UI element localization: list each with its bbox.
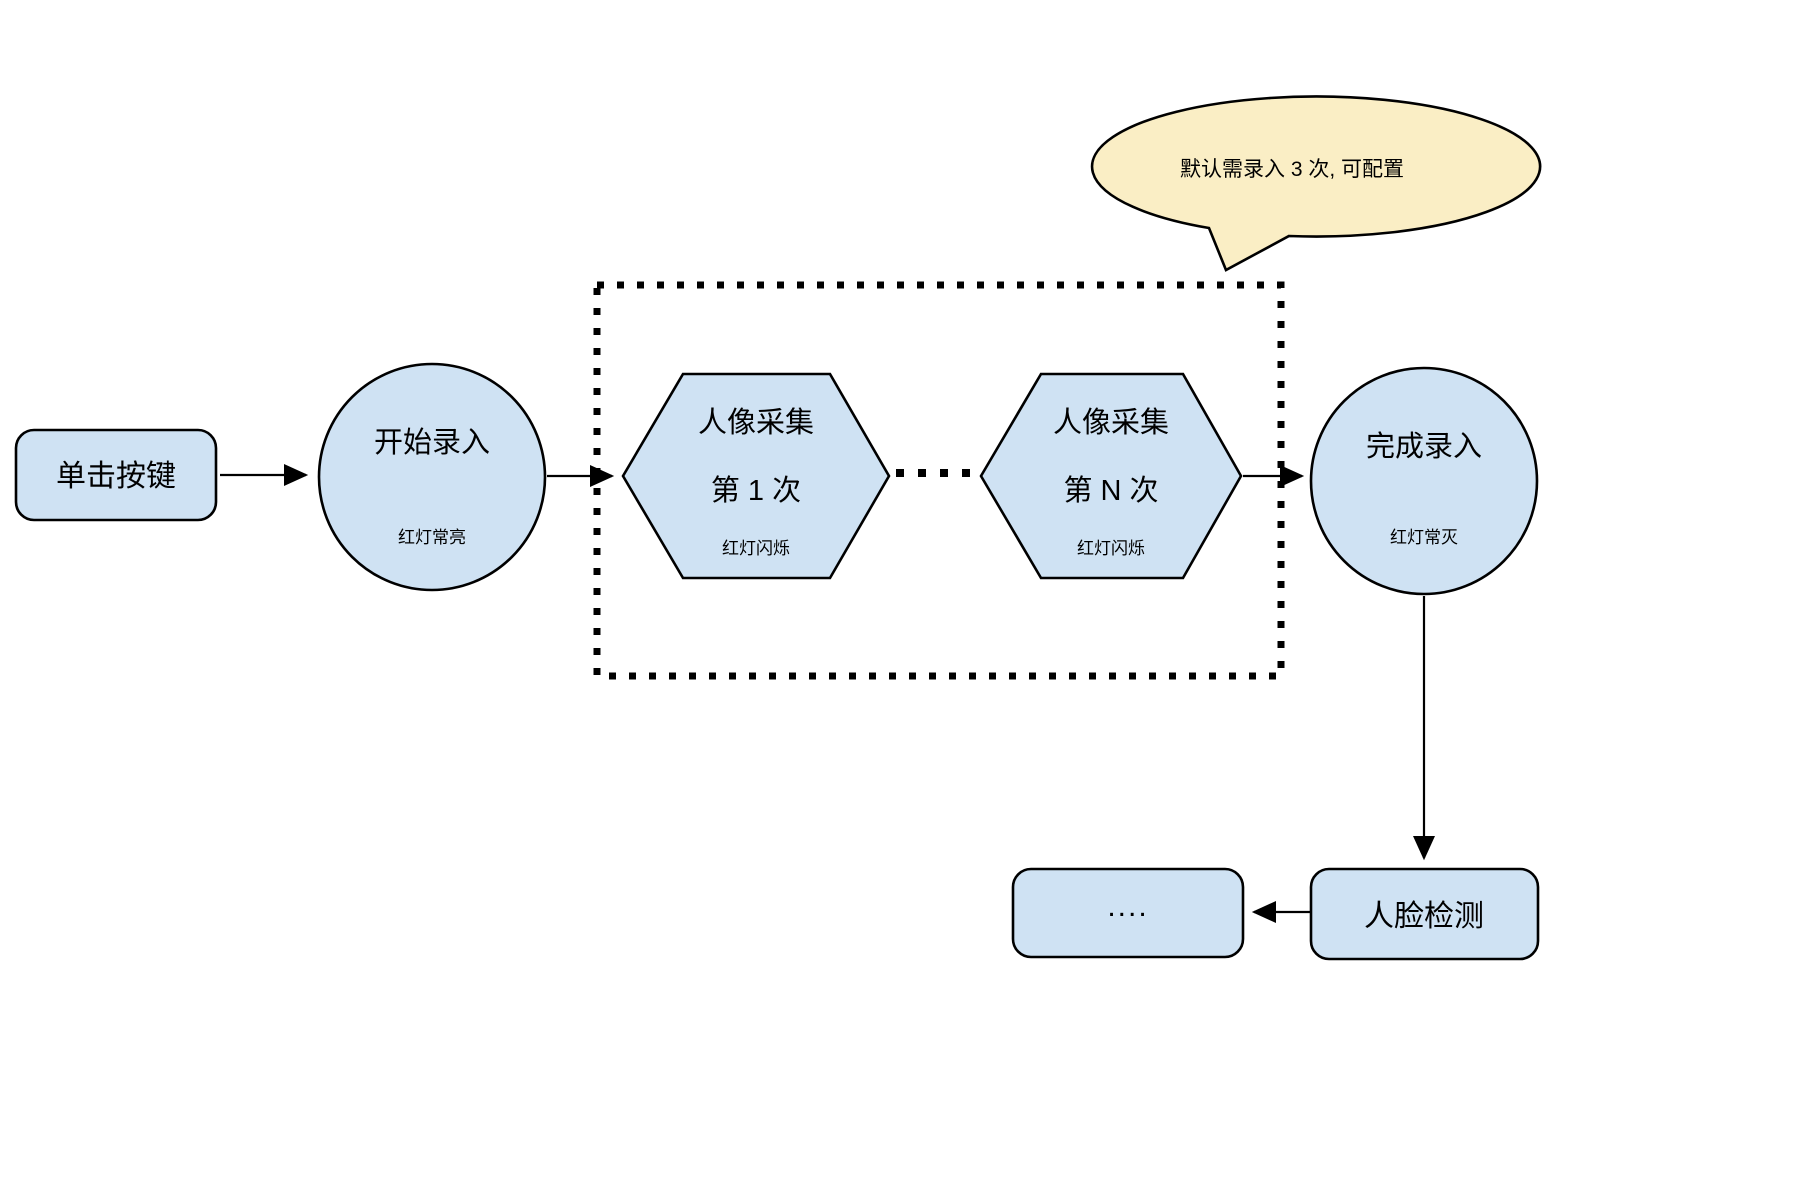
more-steps-node xyxy=(1011,867,1245,959)
callout-text: 默认需录入 3 次, 可配置 xyxy=(1180,158,1404,181)
capture-first-label-line2: 第 1 次 xyxy=(711,474,801,507)
click-button-label: 单击按键 xyxy=(56,460,176,493)
capture-loop-dotted-border xyxy=(593,281,1285,680)
start-entry-node xyxy=(317,362,547,592)
face-detection-label: 人脸检测 xyxy=(1364,900,1484,933)
finish-entry-status: 红灯常灭 xyxy=(1390,528,1458,547)
capture-first-status: 红灯闪烁 xyxy=(722,539,790,558)
face-detection-node xyxy=(1309,867,1540,961)
finish-entry-node xyxy=(1309,366,1539,596)
capture-nth-label-line1: 人像采集 xyxy=(1053,406,1169,439)
click-button-node xyxy=(14,428,218,522)
capture-nth-node xyxy=(979,372,1243,580)
callout-bubble xyxy=(1090,95,1542,272)
capture-nth-status: 红灯闪烁 xyxy=(1077,539,1145,558)
capture-nth-label-line2: 第 N 次 xyxy=(1063,474,1158,507)
capture-first-node xyxy=(621,372,891,580)
capture-first-label-line1: 人像采集 xyxy=(698,406,814,439)
start-entry-status: 红灯常亮 xyxy=(398,528,466,547)
sequence-ellipsis-dots xyxy=(896,469,970,477)
finish-entry-label: 完成录入 xyxy=(1366,430,1482,463)
start-entry-label: 开始录入 xyxy=(374,426,490,459)
more-steps-label: .... xyxy=(1107,890,1148,923)
